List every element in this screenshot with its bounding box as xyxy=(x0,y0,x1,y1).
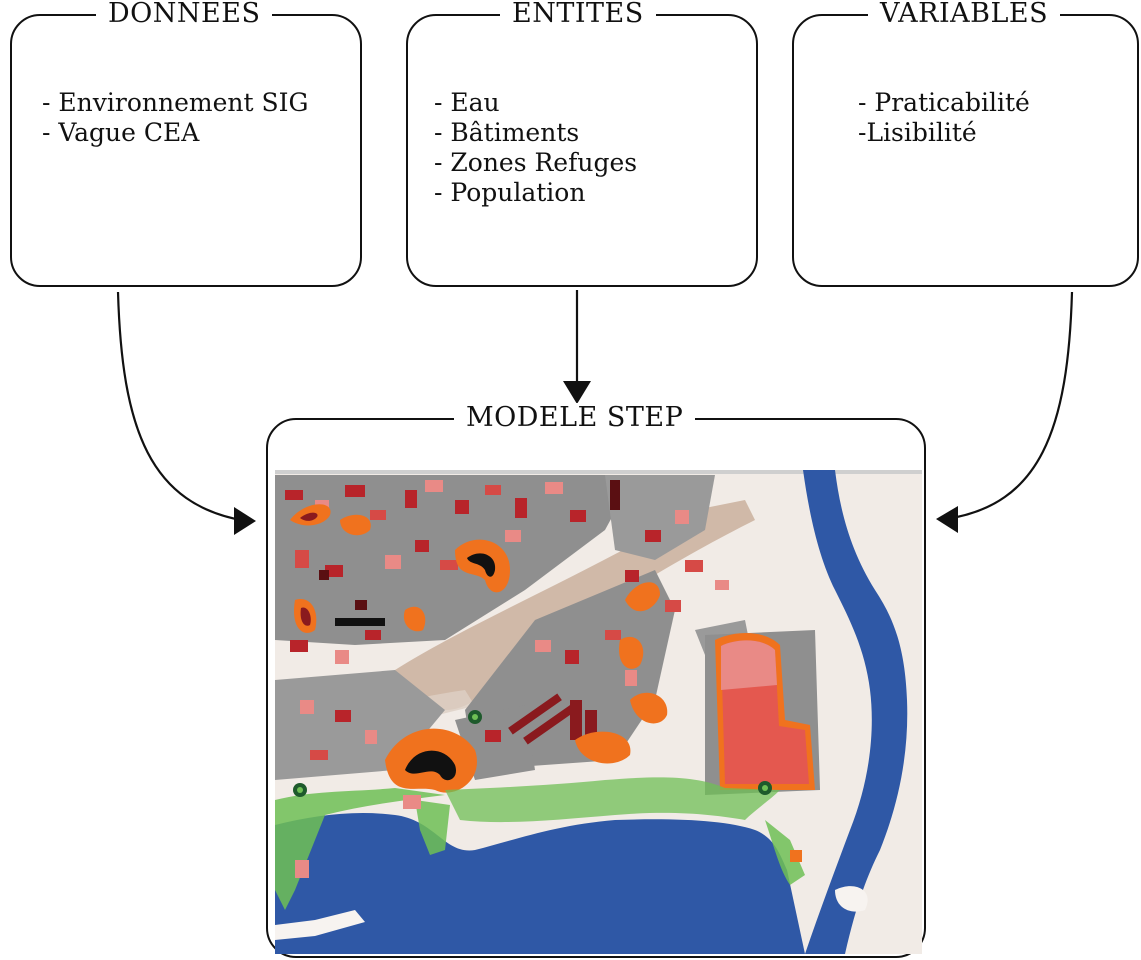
refuge-spot xyxy=(790,850,802,862)
variables-box: VARIABLES - Praticabilité -Lisibilité xyxy=(792,0,1139,287)
island xyxy=(275,910,365,940)
vegetation-group xyxy=(275,777,805,910)
list-item: - Bâtiments xyxy=(434,118,580,147)
island xyxy=(835,886,868,912)
modele-step-box: MODELE STEP xyxy=(266,403,926,958)
variables-list: - Praticabilité -Lisibilité xyxy=(858,88,1030,148)
list-item: - Eau xyxy=(434,88,500,117)
entites-title: ENTITES xyxy=(500,0,656,29)
refuge-zone xyxy=(721,640,777,690)
donnees-box: DONNEES - Environnement SIG - Vague CEA xyxy=(10,0,362,287)
list-item: - Environnement SIG xyxy=(42,88,309,117)
simulation-map-image xyxy=(275,470,922,954)
river xyxy=(803,470,908,954)
arrowhead-down xyxy=(563,381,591,404)
variables-title: VARIABLES xyxy=(868,0,1061,29)
entites-box: ENTITES - Eau - Bâtiments - Zones Refuge… xyxy=(406,0,758,287)
refuge-spot xyxy=(403,795,421,809)
refuge-spot xyxy=(295,860,309,878)
donnees-list: - Environnement SIG - Vague CEA xyxy=(42,88,308,148)
list-item: - Zones Refuges xyxy=(434,148,638,177)
danger-zones-group xyxy=(290,504,668,793)
sea xyxy=(275,813,805,954)
list-item: - Vague CEA xyxy=(42,118,200,147)
list-item: - Praticabilité xyxy=(858,88,1030,117)
population-markers-group xyxy=(293,710,772,797)
arrowhead-left xyxy=(234,507,256,535)
urban-grey-zone xyxy=(605,475,715,560)
map-top-band xyxy=(275,470,922,474)
entites-list: - Eau - Bâtiments - Zones Refuges - Popu… xyxy=(434,88,637,208)
modele-step-title: MODELE STEP xyxy=(454,403,696,433)
list-item: - Population xyxy=(434,178,586,207)
arrow-donnees-to-modele xyxy=(116,291,247,523)
list-item: -Lisibilité xyxy=(858,118,977,147)
arrow-variables-to-modele xyxy=(945,291,1074,521)
arrowhead-right xyxy=(936,506,958,533)
donnees-title: DONNEES xyxy=(96,0,273,29)
